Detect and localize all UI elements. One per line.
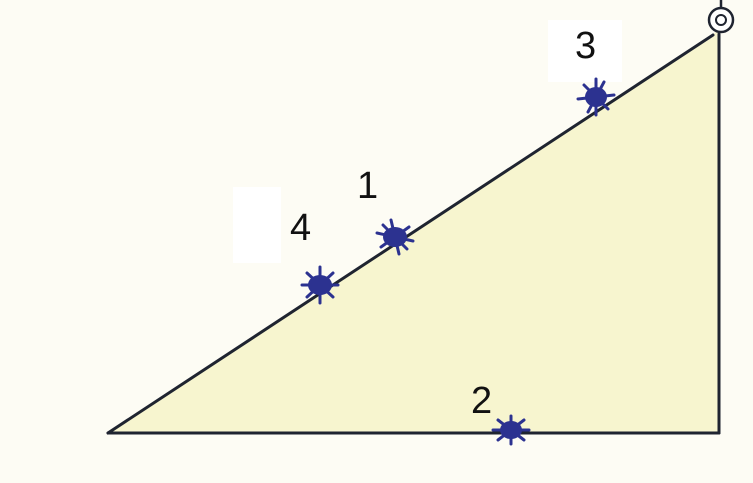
bug-3-icon	[576, 77, 616, 117]
bug-1-label: 1	[357, 165, 378, 207]
label-box-3	[548, 20, 622, 82]
hypotenuse-line	[106, 33, 715, 435]
label-box-4	[233, 187, 281, 263]
bug-3-label: 3	[575, 25, 596, 67]
bug-4-label: 4	[290, 207, 311, 249]
bug-2-icon	[491, 414, 531, 446]
bug-2-label: 2	[471, 380, 492, 422]
bug-4-icon	[300, 265, 340, 305]
bug-1-icon	[375, 218, 415, 256]
pulley-icon	[707, 0, 735, 34]
